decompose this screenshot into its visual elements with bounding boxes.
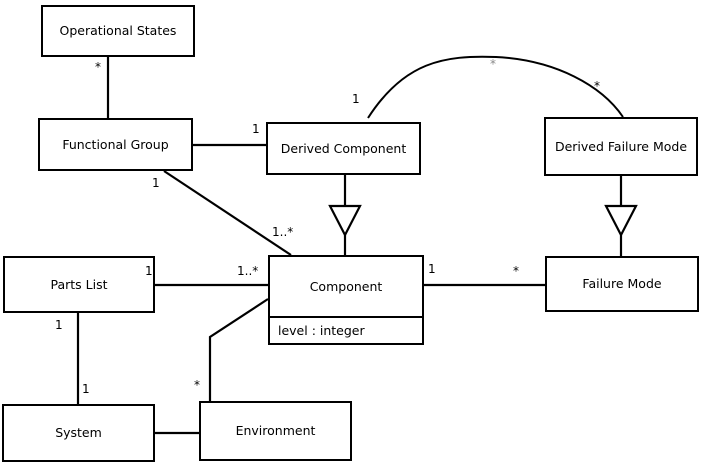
generalization-triangle-derived-failure-mode bbox=[604, 204, 638, 238]
multiplicity-label-component-failure-mode: 1 bbox=[428, 262, 436, 276]
class-name-derived-component: Derived Component bbox=[280, 140, 407, 156]
uml-class-environment[interactable]: Environment bbox=[199, 401, 352, 461]
multiplicity-label-operational-states: * bbox=[95, 60, 101, 74]
class-name-system: System bbox=[55, 425, 102, 441]
generalization-triangle-derived-component bbox=[328, 204, 362, 238]
uml-class-operational-states[interactable]: Operational States bbox=[41, 5, 195, 57]
uml-class-derived-failure-mode[interactable]: Derived Failure Mode bbox=[544, 117, 698, 176]
multiplicity-label-functional-group-derived: 1 bbox=[252, 122, 260, 136]
uml-class-parts-list[interactable]: Parts List bbox=[3, 256, 155, 313]
uml-class-derived-component[interactable]: Derived Component bbox=[266, 122, 421, 175]
uml-class-component[interactable]: Component level : integer bbox=[268, 255, 424, 345]
uml-class-system[interactable]: System bbox=[2, 404, 155, 462]
multiplicity-label-parts-list-bottom: 1 bbox=[55, 318, 63, 332]
class-name-environment: Environment bbox=[235, 423, 316, 439]
multiplicity-label-failure-mode: * bbox=[513, 264, 519, 278]
class-name-operational-states: Operational States bbox=[59, 23, 177, 39]
class-name-failure-mode: Failure Mode bbox=[582, 276, 662, 292]
connector-component-environment bbox=[208, 298, 269, 401]
multiplicity-label-derived-failure-mode: * bbox=[594, 79, 600, 93]
multiplicity-label-environment: * bbox=[194, 378, 200, 392]
multiplicity-label-functional-group-component: 1 bbox=[152, 176, 160, 190]
uml-class-failure-mode[interactable]: Failure Mode bbox=[545, 256, 699, 312]
multiplicity-label-system-top: 1 bbox=[82, 382, 90, 396]
multiplicity-label-component-from-parts-list: 1..* bbox=[237, 264, 259, 278]
connector-functional-group-component bbox=[163, 170, 292, 256]
class-name-component: Component bbox=[309, 278, 383, 294]
class-name-functional-group: Functional Group bbox=[62, 136, 169, 152]
class-attribute-component-level: level : integer bbox=[270, 316, 422, 343]
multiplicity-label-derived-component-top: 1 bbox=[352, 92, 360, 106]
class-name-derived-failure-mode: Derived Failure Mode bbox=[554, 138, 688, 154]
uml-class-functional-group[interactable]: Functional Group bbox=[38, 118, 193, 171]
multiplicity-label-parts-list-right: 1 bbox=[145, 264, 153, 278]
multiplicity-label-curve-apex: * bbox=[490, 57, 496, 71]
multiplicity-label-component-from-functional-group: 1..* bbox=[272, 225, 294, 239]
class-name-parts-list: Parts List bbox=[50, 276, 108, 292]
connector-derived-component-derived-failure-mode bbox=[367, 55, 624, 119]
